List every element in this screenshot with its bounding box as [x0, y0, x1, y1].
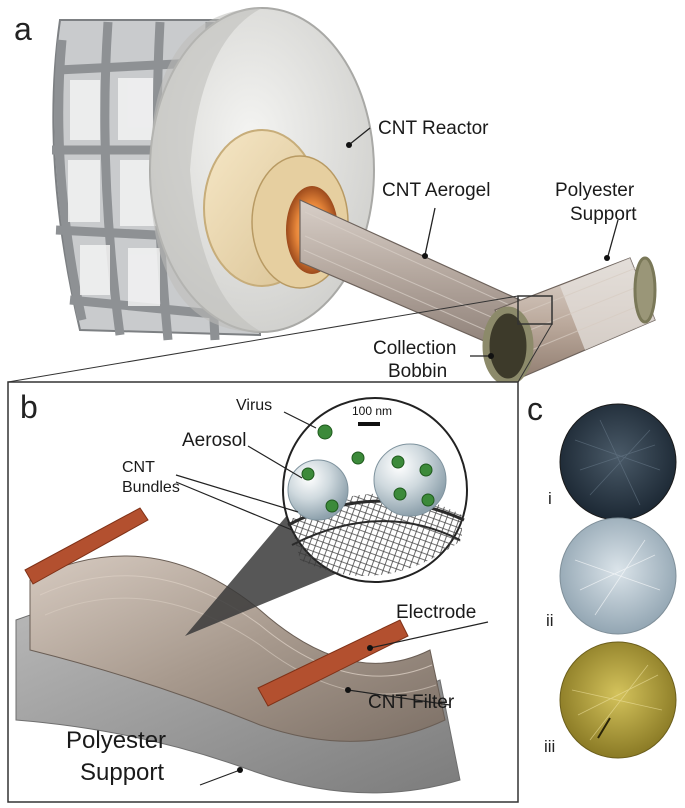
- zoom-connector: [7, 295, 553, 383]
- scale-bar: [358, 422, 380, 426]
- label-sample-i: i: [548, 489, 552, 508]
- cnt-filter-sheet: [29, 555, 446, 742]
- collection-bobbin: [482, 256, 657, 386]
- label-aerosol: Aerosol: [182, 430, 246, 451]
- electrode-strip-left: [24, 507, 149, 585]
- sample-iii: [559, 641, 677, 759]
- label-cnt-reactor: CNT Reactor: [378, 118, 489, 139]
- panel-c-letter: c: [527, 391, 543, 427]
- virus-particle: [317, 424, 333, 440]
- label-polyester-support-b-2: Support: [80, 759, 164, 786]
- label-polyester-support-a-1: Polyester: [555, 180, 635, 201]
- zoom-square: [517, 295, 553, 325]
- label-cnt-filter: CNT Filter: [368, 692, 455, 713]
- label-electrode: Electrode: [396, 602, 476, 623]
- label-cnt-aerogel: CNT Aerogel: [382, 180, 490, 201]
- sample-ii: [559, 517, 677, 635]
- panel-c: c i ii: [527, 391, 677, 759]
- label-polyester-support-a-2: Support: [570, 204, 637, 225]
- label-cnt-bundles-2: Bundles: [122, 479, 180, 496]
- electrode-strip-right: [257, 619, 409, 707]
- label-virus: Virus: [236, 397, 272, 414]
- label-scale-bar: 100 nm: [352, 404, 392, 418]
- aerosol-droplet-large: [373, 443, 447, 517]
- label-sample-iii: iii: [544, 737, 555, 756]
- label-sample-ii: ii: [546, 611, 554, 630]
- panel-b-letter: b: [20, 389, 38, 425]
- label-polyester-support-b-1: Polyester: [66, 727, 166, 754]
- label-cnt-bundles-1: CNT: [122, 459, 155, 476]
- panel-b: b: [7, 381, 519, 803]
- sample-i: [559, 403, 677, 521]
- label-collection-bobbin-1: Collection: [373, 338, 456, 359]
- panel-a: a: [14, 7, 657, 386]
- panel-a-letter: a: [14, 11, 32, 47]
- label-collection-bobbin-2: Bobbin: [388, 361, 447, 382]
- zoom-circle: 100 nm: [282, 397, 468, 583]
- aerosol-droplet-medium: [287, 459, 349, 521]
